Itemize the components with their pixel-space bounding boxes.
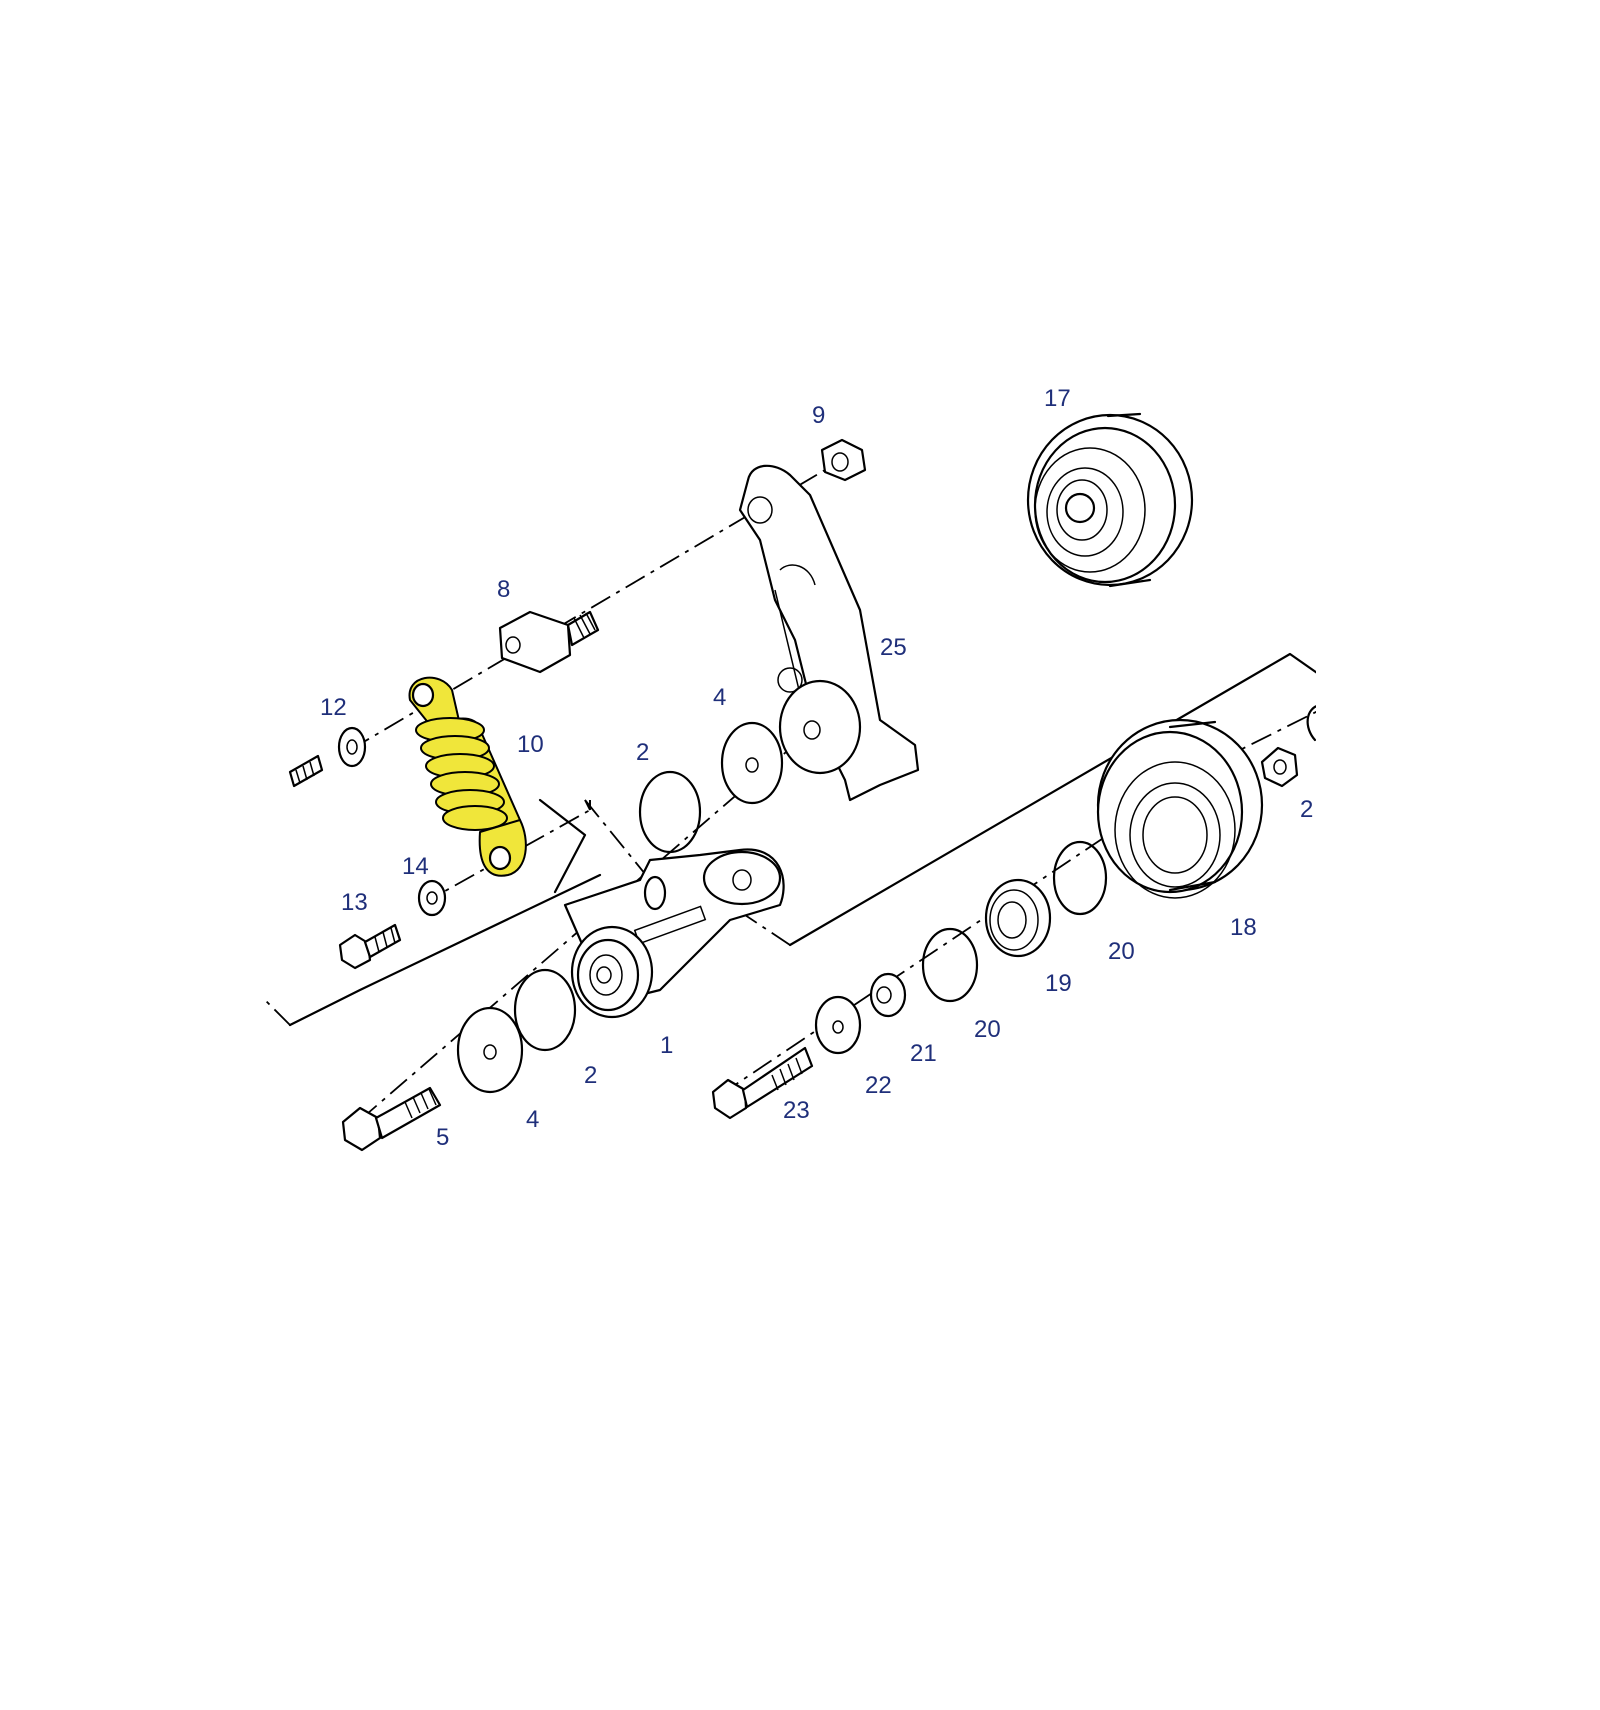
callout-24-partial: 2 xyxy=(1300,796,1313,823)
part-8-stud-bolt[interactable] xyxy=(498,610,600,674)
assembly-frame-right xyxy=(744,652,1322,947)
part-2-oring-top[interactable] xyxy=(638,770,702,854)
callout-18: 18 xyxy=(1230,914,1257,941)
callout-9: 9 xyxy=(812,402,825,429)
part-23-bolt[interactable] xyxy=(711,1046,814,1120)
callout-12: 12 xyxy=(320,694,347,721)
callout-17: 17 xyxy=(1044,385,1071,412)
part-22-washer[interactable] xyxy=(814,995,862,1055)
part-10-tensioner-damper[interactable] xyxy=(408,676,527,877)
callout-labels: 17 9 8 25 12 10 4 2 14 13 1 2 4 5 18 19 … xyxy=(320,385,1313,1151)
callout-20-right: 20 xyxy=(1108,938,1135,965)
part-14-washer[interactable] xyxy=(417,879,447,917)
threaded-bolt-end xyxy=(288,754,324,788)
callout-21: 21 xyxy=(910,1040,937,1067)
part-24-nut-partial[interactable] xyxy=(1260,703,1322,788)
part-20-snap-ring-right[interactable] xyxy=(1052,840,1108,916)
part-17-idler-pulley[interactable] xyxy=(1026,412,1194,588)
callout-22: 22 xyxy=(865,1072,892,1099)
part-4-washer-top[interactable] xyxy=(720,721,784,805)
callout-2-top: 2 xyxy=(636,739,649,766)
part-20-snap-ring-left[interactable] xyxy=(921,927,979,1003)
callout-4-bottom: 4 xyxy=(526,1106,539,1133)
callout-10: 10 xyxy=(517,731,544,758)
callout-13: 13 xyxy=(341,889,368,916)
callout-25: 25 xyxy=(880,634,907,661)
part-12-washer[interactable] xyxy=(337,726,367,768)
crop-mask xyxy=(1316,600,1436,900)
callout-1: 1 xyxy=(660,1032,673,1059)
assembly-frame-left xyxy=(264,798,602,1027)
damper-spring-coils xyxy=(415,717,508,831)
callout-19: 19 xyxy=(1045,970,1072,997)
callout-2-bottom: 2 xyxy=(584,1062,597,1089)
part-18-pulley[interactable] xyxy=(1096,718,1264,899)
part-13-bolt[interactable] xyxy=(338,923,402,970)
callout-23: 23 xyxy=(783,1097,810,1124)
part-19-bearing[interactable] xyxy=(984,878,1052,958)
callout-5: 5 xyxy=(436,1124,449,1151)
bracket-pivot-pulley[interactable] xyxy=(778,679,862,775)
callout-20-left: 20 xyxy=(974,1016,1001,1043)
callout-8: 8 xyxy=(497,576,510,603)
part-4-washer-bottom[interactable] xyxy=(456,1006,524,1094)
part-5-bolt[interactable] xyxy=(341,1086,442,1152)
part-9-nut[interactable] xyxy=(820,438,867,482)
callout-4-top: 4 xyxy=(713,684,726,711)
part-2-oring-bottom[interactable] xyxy=(513,968,577,1052)
part-1-tensioner-arm[interactable] xyxy=(563,848,785,1019)
part-21-spacer[interactable] xyxy=(869,972,907,1018)
callout-14: 14 xyxy=(402,853,429,880)
